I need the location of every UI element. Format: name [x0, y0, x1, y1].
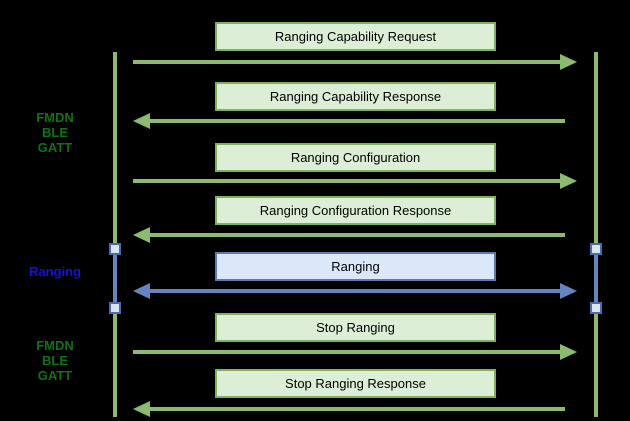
phase-label-fmdn-ble-gatt-bottom: FMDN BLE GATT: [10, 338, 100, 383]
lifeline-left: [113, 52, 117, 417]
arrow-left-icon: [133, 227, 565, 243]
ranging-segment-handle: [109, 302, 121, 314]
arrowhead-left-icon: [133, 113, 150, 129]
message-box-stop-ranging-response: Stop Ranging Response: [215, 369, 496, 398]
phase-label-line: BLE: [42, 353, 68, 368]
arrow-shaft: [133, 179, 564, 183]
arrow-shaft: [146, 289, 564, 293]
phase-label-fmdn-ble-gatt-top: FMDN BLE GATT: [10, 110, 100, 155]
message-box-ranging-configuration: Ranging Configuration: [215, 143, 496, 172]
ranging-segment-handle: [590, 243, 602, 255]
arrow-bidirectional-icon: [133, 283, 577, 299]
message-label: Ranging Capability Request: [274, 29, 437, 44]
arrow-right-icon: [133, 54, 577, 70]
arrow-shaft: [133, 350, 564, 354]
arrowhead-left-icon: [133, 227, 150, 243]
arrow-shaft: [146, 119, 565, 123]
arrow-shaft: [133, 60, 564, 64]
arrow-right-icon: [133, 344, 577, 360]
phase-label-line: BLE: [42, 125, 68, 140]
message-box-ranging: Ranging: [215, 252, 496, 281]
arrow-shaft: [146, 233, 565, 237]
message-box-ranging-capability-response: Ranging Capability Response: [215, 82, 496, 111]
message-box-stop-ranging: Stop Ranging: [215, 313, 496, 342]
phase-label-line: FMDN: [36, 110, 74, 125]
message-box-ranging-capability-request: Ranging Capability Request: [215, 22, 496, 51]
message-label: Stop Ranging Response: [285, 376, 426, 391]
arrowhead-right-icon: [560, 173, 577, 189]
lifeline-right-ranging-segment: [594, 248, 598, 308]
phase-label-line: Ranging: [29, 264, 81, 279]
phase-label-line: GATT: [37, 140, 73, 155]
arrowhead-right-icon: [560, 344, 577, 360]
message-label: Ranging Configuration Response: [259, 203, 452, 218]
phase-label-ranging: Ranging: [10, 264, 100, 279]
arrow-right-icon: [133, 173, 577, 189]
arrow-shaft: [146, 407, 565, 411]
message-label: Ranging Configuration: [290, 150, 421, 165]
arrow-left-icon: [133, 113, 565, 129]
ranging-segment-handle: [590, 302, 602, 314]
arrowhead-right-icon: [560, 283, 577, 299]
ranging-segment-handle: [109, 243, 121, 255]
arrowhead-right-icon: [560, 54, 577, 70]
phase-label-line: GATT: [37, 368, 73, 383]
lifeline-left-ranging-segment: [113, 248, 117, 308]
message-label: Stop Ranging: [316, 320, 395, 335]
message-box-ranging-configuration-response: Ranging Configuration Response: [215, 196, 496, 225]
arrow-left-icon: [133, 401, 565, 417]
phase-label-line: FMDN: [36, 338, 74, 353]
lifeline-right: [594, 52, 598, 417]
message-label: Ranging Capability Response: [269, 89, 442, 104]
message-label: Ranging: [331, 259, 380, 274]
arrowhead-left-icon: [133, 283, 150, 299]
arrowhead-left-icon: [133, 401, 150, 417]
